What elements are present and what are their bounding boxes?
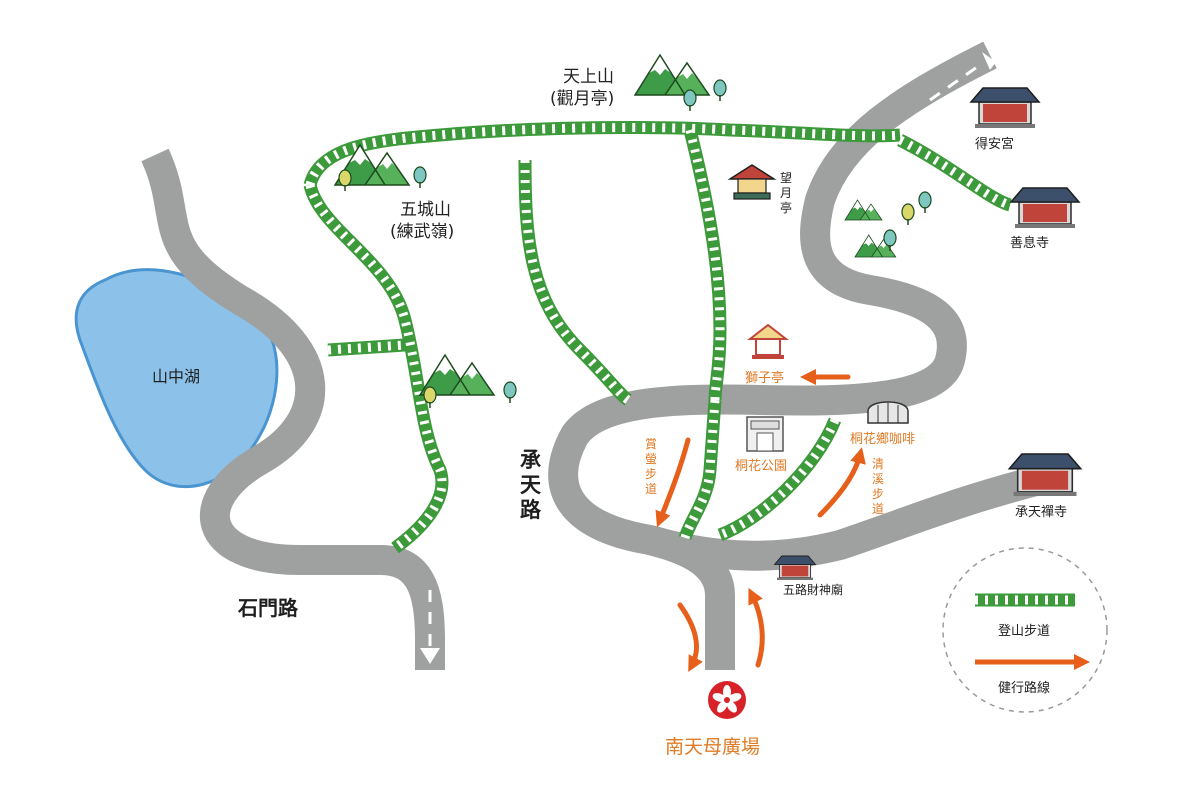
- wangyueting-label-char: 望: [780, 171, 792, 185]
- roads: [141, 41, 1044, 670]
- qingxi-trail-label-char: 步: [872, 487, 884, 501]
- wucheng-label: 五城山: [400, 200, 451, 220]
- tree-icon: [918, 191, 932, 214]
- shangying-trail-label-char: 螢: [645, 452, 657, 466]
- tianshang-label: 天上山: [563, 67, 614, 87]
- tree-icon: [683, 89, 697, 112]
- shangying-trail-label-char: 步: [645, 467, 657, 481]
- shangying-trail-label-char: 賞: [645, 437, 657, 451]
- tonghuacafe-label: 桐花鄉咖啡: [850, 431, 915, 447]
- shiziting-label: 獅子亭: [745, 370, 784, 386]
- legend-route-label: 健行路線: [998, 680, 1050, 696]
- chengtian-road: [548, 41, 997, 670]
- tree-icon: [338, 169, 352, 192]
- chengtian-road-label-char: 承: [520, 448, 541, 472]
- road-end-arrow-northeast: [982, 52, 996, 70]
- wangyue-pavilion-icon: [727, 164, 777, 200]
- wangyueting-label-char: 亭: [780, 200, 792, 215]
- deanmiao-label: 得安宮: [975, 136, 1014, 152]
- chengtian-temple-icon: [1008, 453, 1082, 497]
- shizi-pavilion-icon: [747, 323, 789, 359]
- deanmiao-temple-icon: [970, 87, 1040, 129]
- tianshang-sub-label: (觀月亭): [550, 89, 614, 109]
- tonghua-cafe-icon: [867, 401, 909, 424]
- tonghuapark-label: 桐花公園: [735, 458, 787, 474]
- legend: [942, 547, 1108, 713]
- road-end-arrow-south: [420, 648, 440, 664]
- plaza-marker-icon: [708, 681, 746, 719]
- shimen-road: [141, 148, 445, 670]
- qingxi-trail-label-char: 清: [872, 457, 884, 471]
- shanxisi-temple-icon: [1010, 187, 1080, 229]
- tonghua-park-gate-icon: [746, 416, 784, 452]
- qingxi-trail-label-char: 溪: [872, 472, 884, 486]
- qingxi-trail-label-char: 道: [872, 502, 884, 516]
- legend-trail-label: 登山步道: [998, 624, 1050, 639]
- chengtian-road-label-char: 天: [520, 473, 542, 497]
- shimen-road-label: 石門路: [237, 596, 299, 620]
- shanxisi-label: 善息寺: [1010, 235, 1049, 251]
- tianshang-mountain-icon: [634, 54, 710, 96]
- chengtiantemple-label: 承天禪寺: [1015, 504, 1067, 520]
- tree-icon: [713, 79, 727, 102]
- wangyueting-label-char: 月: [780, 186, 792, 200]
- tree-icon: [503, 381, 517, 404]
- hiking-route-arrows: [655, 368, 866, 673]
- trails: [303, 121, 1013, 554]
- lake-label: 山中湖: [152, 367, 200, 386]
- wulucaishen-label: 五路財神廟: [783, 582, 843, 597]
- hills-icon: [844, 199, 883, 221]
- chengtian-road-label-char: 路: [520, 498, 542, 522]
- shangying-trail-label-char: 道: [645, 482, 657, 496]
- chengtian-temple-road: [645, 465, 1044, 571]
- wulucaishen-temple-icon: [774, 555, 816, 581]
- wucheng-sub-label: (練武嶺): [390, 222, 454, 242]
- plaza-label: 南天母廣場: [665, 736, 760, 758]
- tree-icon: [901, 203, 915, 226]
- tree-icon: [413, 166, 427, 189]
